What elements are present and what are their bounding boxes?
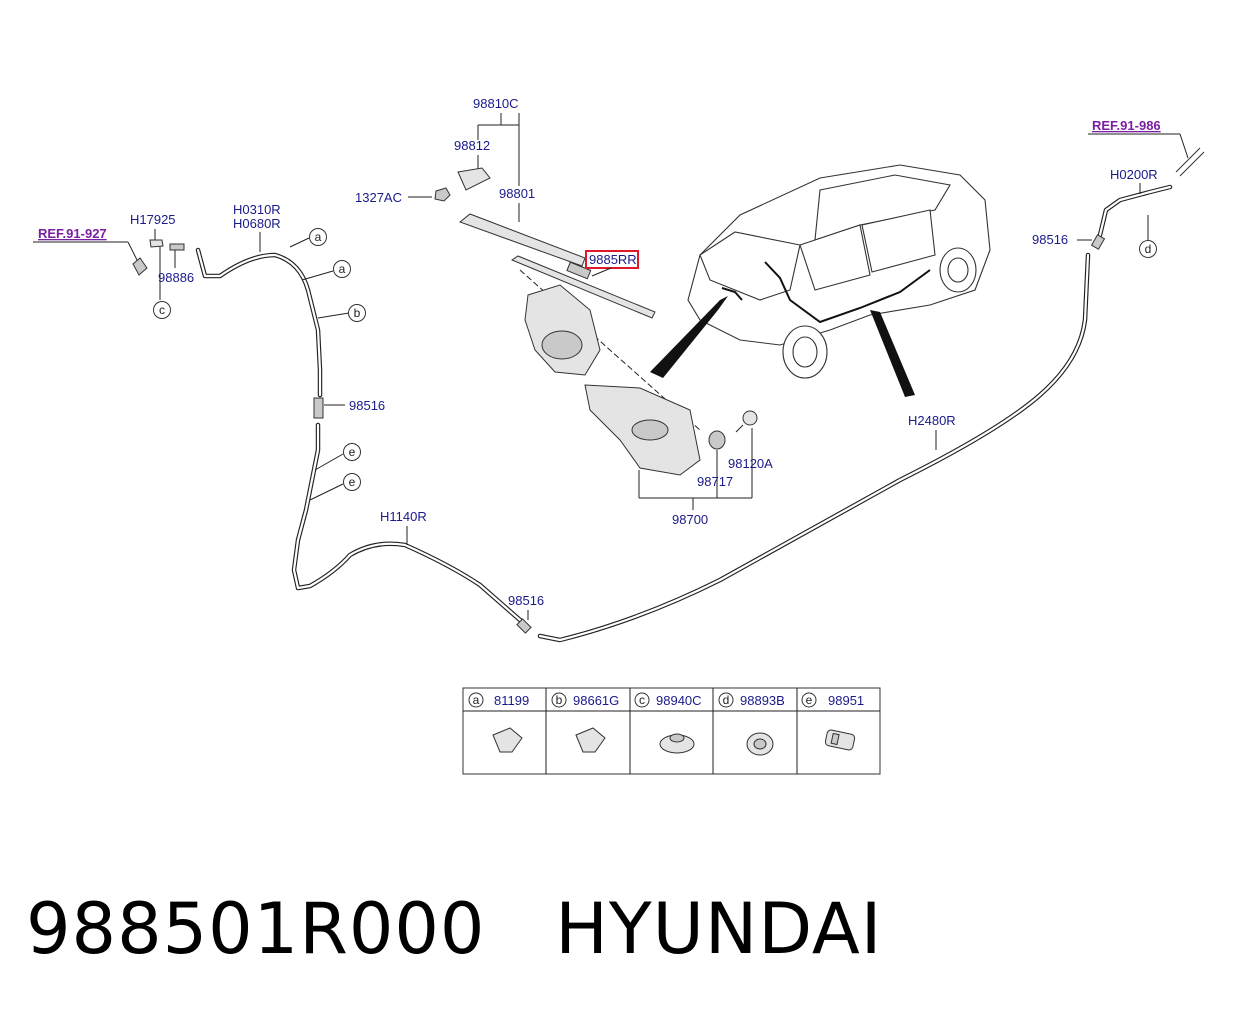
legend-cell-d[interactable]: d 98893B (718, 692, 785, 756)
wiper-motor-shape (524, 284, 601, 376)
label-98812[interactable]: 98812 (454, 138, 490, 153)
washer-hose-left (195, 247, 532, 634)
label-h1140r[interactable]: H1140R (380, 509, 427, 524)
legend-table: a 81199 b 98661G c 98940C d 98893B e (462, 687, 881, 775)
svg-text:81199: 81199 (494, 693, 529, 708)
label-h17925[interactable]: H17925 (130, 212, 176, 227)
legend-cell-b[interactable]: b 98661G (551, 692, 619, 753)
grommet-shape (708, 430, 726, 450)
ref-91-927[interactable]: REF.91-927 (38, 226, 107, 241)
car-illustration (650, 164, 991, 397)
washer-hose-right (537, 147, 1205, 643)
label-98717[interactable]: 98717 (697, 474, 733, 489)
svg-text:c: c (159, 303, 165, 317)
label-h0200r[interactable]: H0200R (1110, 167, 1158, 182)
svg-text:d: d (723, 693, 730, 707)
svg-text:e: e (806, 693, 813, 707)
svg-text:b: b (354, 306, 361, 320)
brand-name: HYUNDAI (555, 888, 883, 970)
wiper-blade-shape (510, 255, 656, 319)
label-1327ac[interactable]: 1327AC (355, 190, 402, 205)
label-98120a[interactable]: 98120A (728, 456, 773, 471)
callout-circle-a1[interactable] (309, 228, 327, 246)
label-98801[interactable]: 98801 (499, 186, 535, 201)
svg-text:d: d (1145, 242, 1152, 256)
nut-shape (434, 187, 451, 202)
callout-circle-b[interactable] (348, 304, 366, 322)
svg-text:a: a (473, 693, 480, 707)
label-h2480r[interactable]: H2480R (908, 413, 956, 428)
label-98516-right[interactable]: 98516 (1032, 232, 1068, 247)
callout-circle-c[interactable] (153, 301, 171, 319)
svg-text:98893B: 98893B (740, 693, 785, 708)
label-98850-highlighted[interactable]: 9885RR (589, 252, 637, 267)
svg-text:98661G: 98661G (573, 693, 619, 708)
label-98516-bottom[interactable]: 98516 (508, 593, 544, 608)
svg-text:a: a (339, 262, 346, 276)
label-98516-left[interactable]: 98516 (349, 398, 385, 413)
label-98810c[interactable]: 98810C (473, 96, 519, 111)
ref-91-986[interactable]: REF.91-986 (1092, 118, 1161, 133)
callout-circle-e1[interactable] (343, 443, 361, 461)
callout-circle-d[interactable] (1139, 240, 1157, 258)
footer-title: 988501R000 HYUNDAI (26, 888, 882, 970)
svg-text:98940C: 98940C (656, 693, 702, 708)
part-number: 988501R000 (26, 888, 486, 970)
callout-circle-e2[interactable] (343, 473, 361, 491)
parts-diagram: 98810C 98812 98801 1327AC 9885RR 98120A … (33, 96, 1205, 775)
legend-cell-c[interactable]: c 98940C (634, 692, 702, 754)
legend-cell-e[interactable]: e 98951 (801, 692, 864, 751)
svg-text:a: a (315, 230, 322, 244)
callout-circle-a2[interactable] (333, 260, 351, 278)
svg-text:b: b (556, 693, 563, 707)
highlight-box (585, 250, 639, 269)
footer (0, 860, 1240, 1017)
svg-text:c: c (639, 693, 645, 707)
label-h0680r[interactable]: H0680R (233, 216, 281, 231)
label-h0310r[interactable]: H0310R (233, 202, 281, 217)
svg-text:e: e (349, 445, 356, 459)
svg-text:e: e (349, 475, 356, 489)
label-98886[interactable]: 98886 (158, 270, 194, 285)
svg-text:98951: 98951 (828, 693, 864, 708)
label-98700[interactable]: 98700 (672, 512, 708, 527)
legend-cell-a[interactable]: a 81199 (468, 692, 529, 753)
arm-cap-shape (457, 167, 491, 191)
